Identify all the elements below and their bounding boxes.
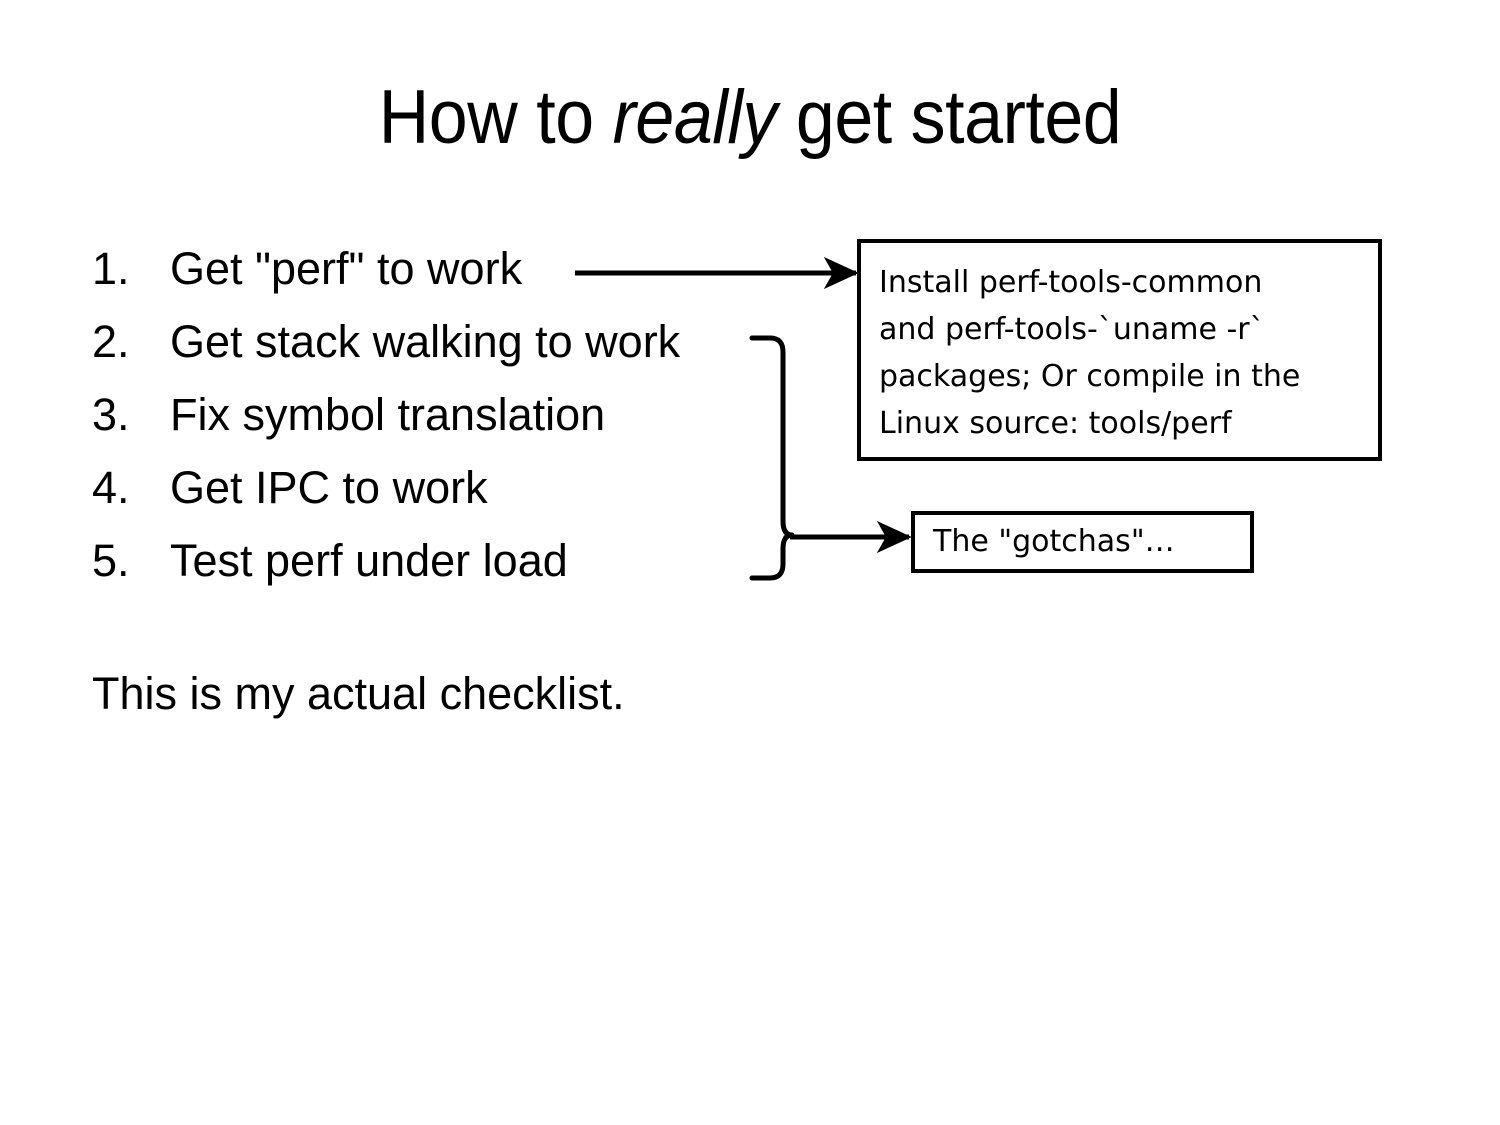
list-item-label: Get IPC to work: [170, 462, 488, 513]
callout-gotchas-label: The "gotchas"…: [933, 524, 1175, 559]
list-item-label: Get stack walking to work: [170, 316, 681, 367]
title-prefix: How to: [378, 75, 613, 160]
list-item-label: Test perf under load: [170, 535, 568, 586]
list-item: 1. Get "perf" to work: [92, 243, 792, 316]
list-item: 4. Get IPC to work: [92, 462, 792, 535]
list-item-number: 3.: [92, 389, 130, 440]
list-item-number: 2.: [92, 316, 130, 367]
callout-install-line: Linux source: tools/perf: [879, 406, 1232, 441]
list-item-label: Fix symbol translation: [170, 389, 606, 440]
list-item: 5. Test perf under load: [92, 535, 792, 608]
list-item-label: Get "perf" to work: [170, 243, 523, 294]
callout-install-line: packages; Or compile in the: [879, 359, 1301, 394]
callout-gotchas: The "gotchas"…: [911, 511, 1254, 573]
list-item: 3. Fix symbol translation: [92, 389, 792, 462]
list-item: 2. Get stack walking to work: [92, 316, 792, 389]
callout-install-line: Install perf-tools-common: [879, 265, 1263, 300]
title-suffix: get started: [776, 75, 1122, 160]
list-item-number: 1.: [92, 243, 130, 294]
closing-line: This is my actual checklist.: [92, 668, 625, 719]
list-item-number: 4.: [92, 462, 130, 513]
callout-install: Install perf-tools-common and perf-tools…: [857, 239, 1382, 461]
title-emphasis: really: [612, 75, 778, 160]
list-item-number: 5.: [92, 535, 130, 586]
callout-install-line: and perf-tools-`uname -r`: [879, 312, 1265, 347]
page-title: How to really get started: [60, 78, 1440, 158]
checklist: 1. Get "perf" to work 2. Get stack walki…: [92, 243, 792, 608]
